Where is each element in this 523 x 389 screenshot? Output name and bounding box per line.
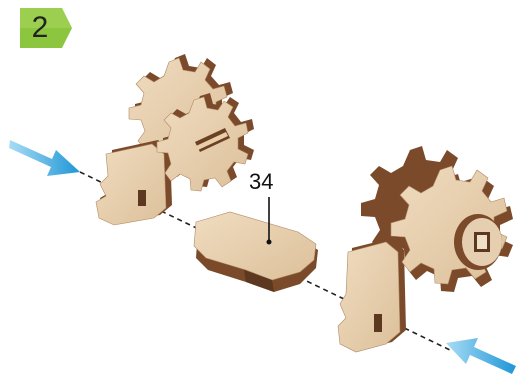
left-frame-plate	[95, 140, 172, 226]
right-front-gear	[390, 165, 513, 292]
part-number-label: 34	[249, 169, 274, 194]
left-front-gear	[156, 93, 254, 192]
step-number: 2	[31, 11, 49, 44]
part-34	[193, 211, 318, 292]
arrow-right-icon	[9, 140, 80, 176]
arrow-left-icon	[446, 338, 516, 374]
right-frame-plate	[337, 238, 406, 353]
